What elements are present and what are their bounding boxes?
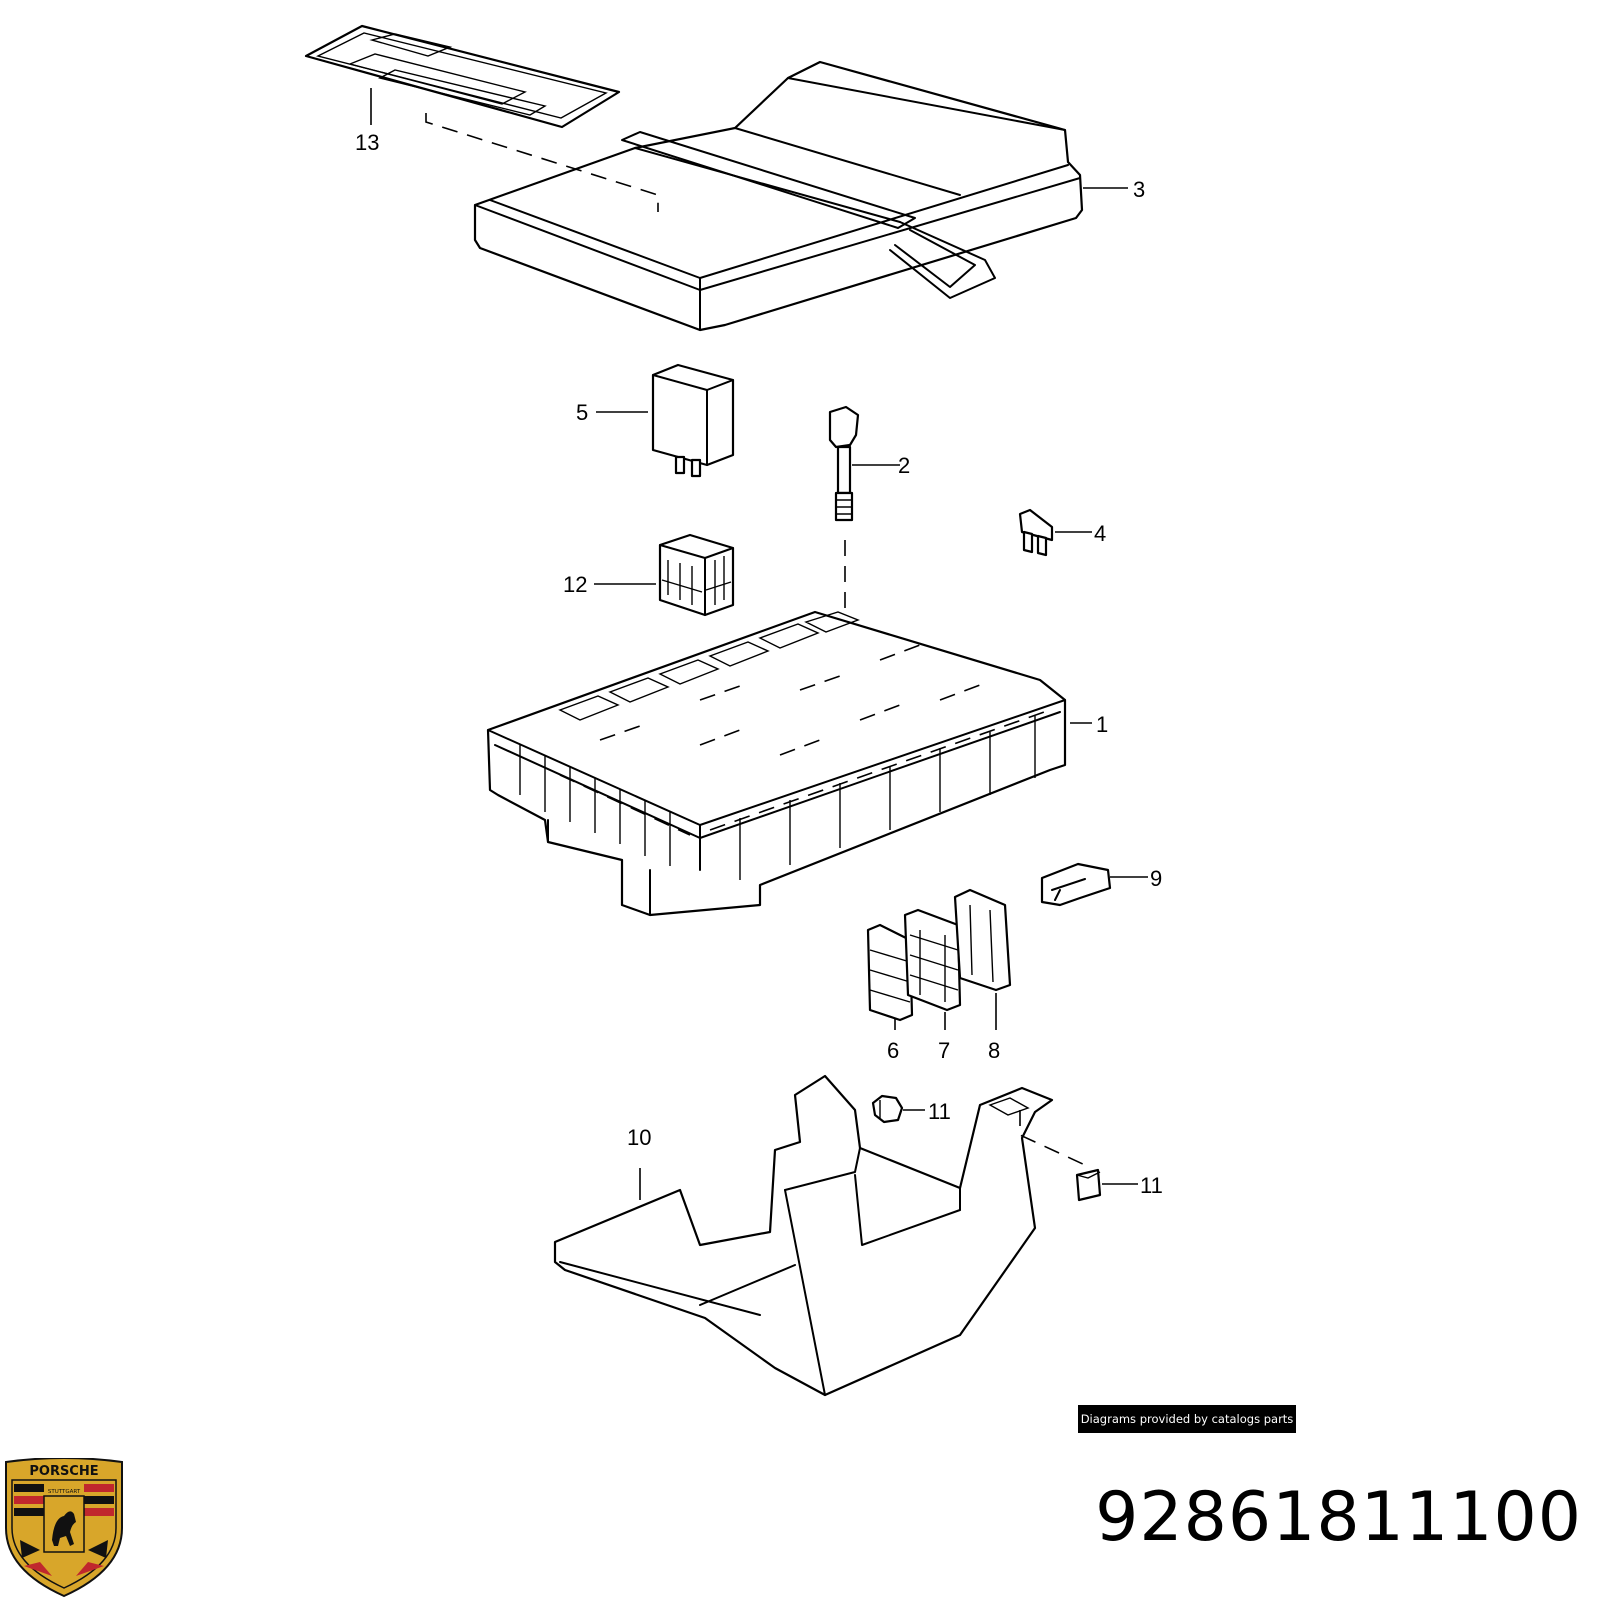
callout-1: 1	[1096, 712, 1108, 737]
leader-lines	[370, 88, 1148, 1200]
part-4-fuse	[1018, 508, 1054, 557]
callout-11-lower: 11	[1140, 1173, 1163, 1198]
part-11-nut-upper	[871, 1094, 904, 1124]
callout-10: 10	[627, 1125, 651, 1150]
callout-3: 3	[1133, 177, 1145, 202]
crest-city: STUTTGART	[48, 1489, 81, 1495]
part-3-cover	[473, 60, 1084, 332]
part-number: 92861811100	[1095, 1478, 1582, 1557]
callout-2: 2	[898, 453, 910, 478]
callout-13: 13	[355, 130, 379, 155]
callout-6: 6	[887, 1038, 899, 1063]
callout-9: 9	[1150, 866, 1162, 891]
part-8-fuse-strip	[953, 888, 1012, 992]
crest-wordmark: PORSCHE	[29, 1464, 98, 1479]
part-9-clip	[1040, 862, 1112, 907]
diagram-credit-banner: Diagrams provided by catalogs parts	[1078, 1405, 1296, 1433]
part-7-fuse-strip	[903, 908, 962, 1012]
callout-5: 5	[576, 400, 588, 425]
part-5-relay	[651, 363, 735, 478]
part-11-nut-lower	[1075, 1168, 1102, 1202]
part-1-fuse-box	[486, 610, 1067, 917]
callout-8: 8	[988, 1038, 1000, 1063]
part-13-label-sheet	[304, 24, 621, 129]
porsche-crest-logo: PORSCHE STUTTGART	[5, 1458, 123, 1598]
part-6-fuse-strip	[866, 923, 914, 1022]
callout-7: 7	[938, 1038, 950, 1063]
callout-4: 4	[1094, 521, 1106, 546]
part-12-relay-holder	[658, 533, 735, 617]
callout-11-upper: 11	[928, 1099, 951, 1124]
callout-12: 12	[563, 572, 587, 597]
part-2-screw	[828, 405, 860, 522]
part-10-bracket	[553, 1074, 1054, 1397]
